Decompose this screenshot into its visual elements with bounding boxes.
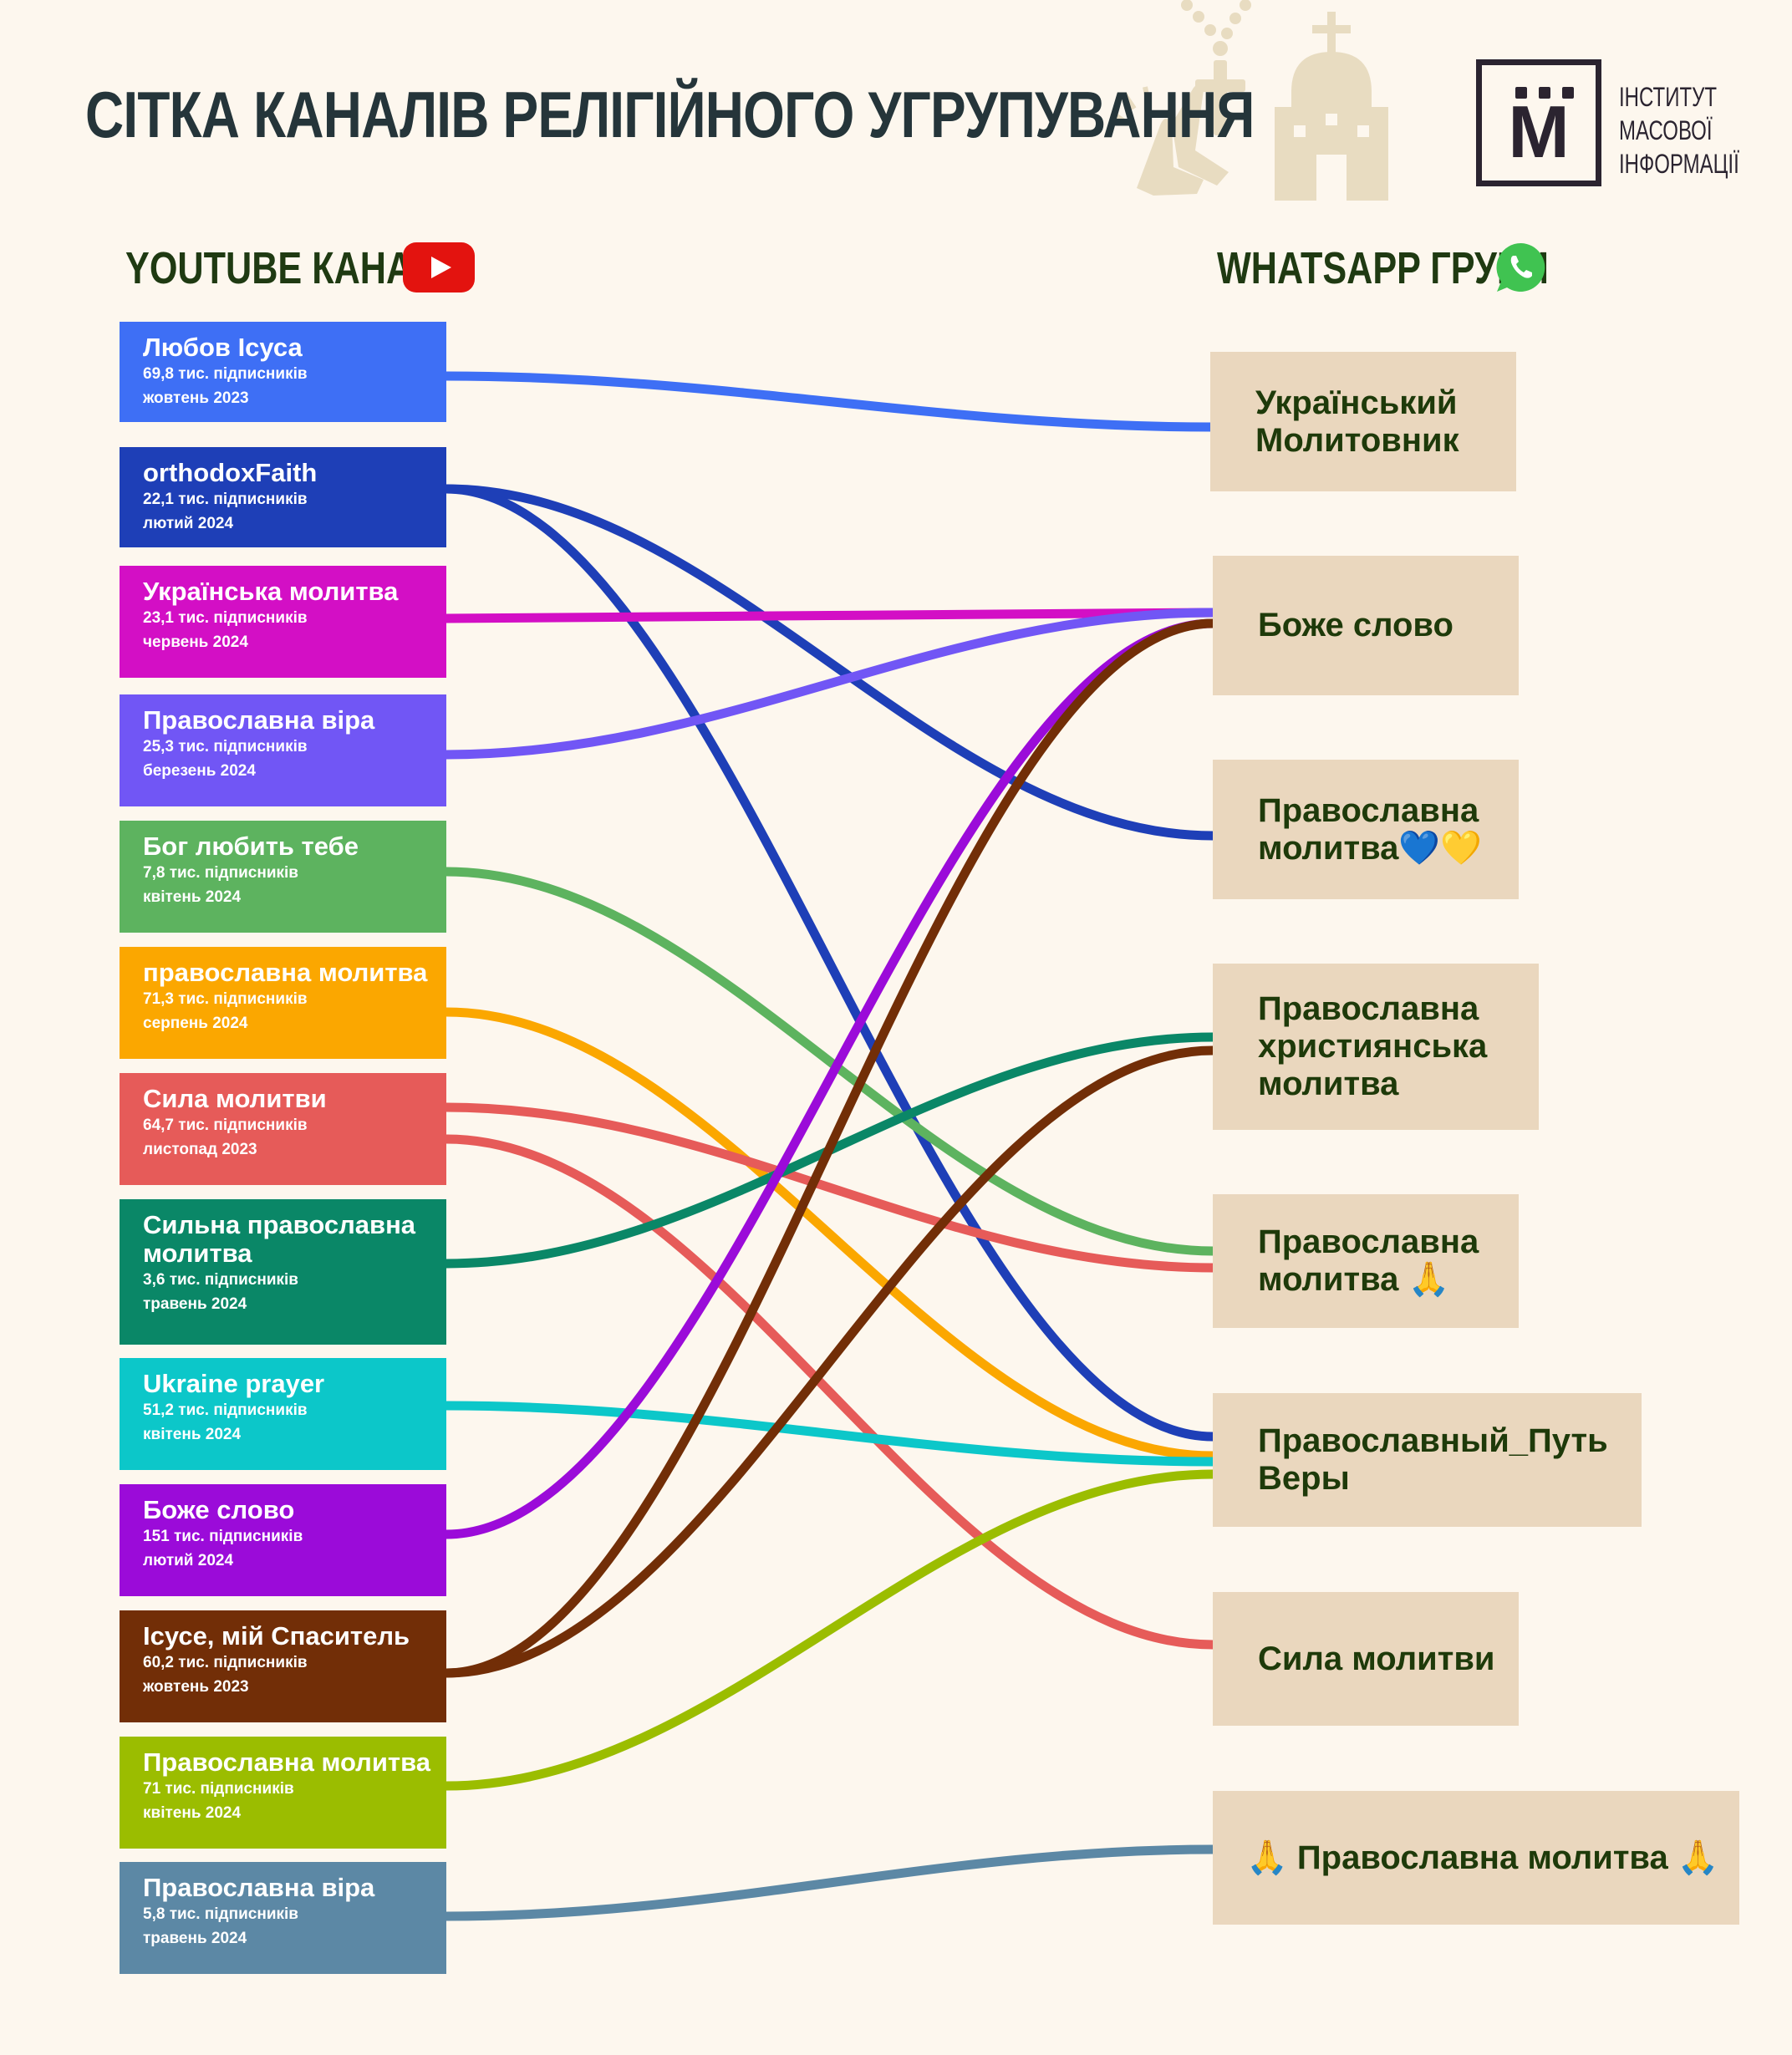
page-title: СІТКА КАНАЛІВ РЕЛІГІЙНОГО УГРУПУВАННЯ — [85, 78, 1255, 151]
channel-name: Сильна православна молитва — [143, 1210, 416, 1268]
youtube-channel-card: orthodoxFaith 22,1 тис. підписників лютий … — [120, 447, 446, 547]
channel-subs: 5,8 тис. підписників — [143, 1905, 298, 1923]
channel-name: Ісусе, мій Спаситель — [143, 1621, 410, 1651]
channel-date: березень 2024 — [143, 762, 256, 780]
link-line — [441, 1401, 1218, 1467]
channel-name: Любов Ісуса — [143, 333, 303, 362]
channel-name: православна молитва — [143, 958, 428, 987]
link-line — [441, 1045, 1218, 1678]
youtube-channel-card: православна молитва 71,3 тис. підписників… — [120, 947, 446, 1059]
link-line — [441, 1134, 1218, 1650]
channel-subs: 3,6 тис. підписників — [143, 1271, 298, 1289]
link-line — [441, 1102, 1218, 1273]
logo-line-2: МАСОВОЇ — [1619, 115, 1713, 145]
channel-date: лютий 2024 — [143, 515, 234, 532]
channel-subs: 151 тис. підписників — [143, 1528, 303, 1545]
channel-name: Православна віра — [143, 1873, 375, 1902]
link-line — [441, 1007, 1218, 1461]
whatsapp-group-card: Православна молитва💙💛 — [1213, 760, 1519, 899]
channel-date: квітень 2024 — [143, 1426, 242, 1443]
channel-date: квітень 2024 — [143, 888, 242, 906]
channel-date: серпень 2024 — [143, 1015, 248, 1032]
channel-date: жовтень 2023 — [143, 1678, 249, 1696]
group-name: 🙏 Православна молитва 🙏 — [1246, 1839, 1719, 1876]
group-name: Православна молитва 🙏 — [1258, 1223, 1479, 1298]
channel-date: листопад 2023 — [143, 1141, 257, 1158]
whatsapp-group-card: Український Молитовник — [1210, 352, 1516, 491]
channel-date: червень 2024 — [143, 633, 248, 651]
channel-subs: 22,1 тис. підписників — [143, 491, 308, 508]
youtube-channel-card: Сильна православна молитва 3,6 тис. підпи… — [120, 1199, 446, 1345]
whatsapp-group-card: Православна молитва 🙏 — [1213, 1194, 1519, 1328]
channel-name: Боже слово — [143, 1495, 295, 1524]
imi-logo: М — [1476, 59, 1601, 186]
channel-subs: 69,8 тис. підписників — [143, 365, 308, 383]
whatsapp-heading: WHATSAPP ГРУПИ — [1217, 243, 1549, 293]
logo-letter: М — [1508, 90, 1570, 173]
whatsapp-group-card: Православный_Путь Веры — [1213, 1393, 1642, 1527]
rosary-cross-icon — [1181, 0, 1251, 135]
whatsapp-group-card: Православна християнська молитва — [1213, 964, 1539, 1130]
channel-name: orthodoxFaith — [143, 458, 318, 487]
youtube-channel-card: Бог любить тебе 7,8 тис. підписників квіте… — [120, 821, 446, 933]
youtube-channel-card: Ukraine prayer 51,2 тис. підписників квіте… — [120, 1358, 446, 1470]
link-line — [441, 484, 1218, 1442]
group-name: Сила молитви — [1258, 1640, 1495, 1677]
youtube-channel-card: Православна віра 5,8 тис. підписників трав… — [120, 1862, 446, 1974]
logo-line-1: ІНСТИТУТ — [1619, 82, 1718, 112]
whatsapp-group-card: Боже слово — [1213, 556, 1519, 695]
group-name: Боже слово — [1258, 607, 1453, 643]
whatsapp-group-card: 🙏 Православна молитва 🙏 — [1213, 1791, 1739, 1925]
channel-subs: 25,3 тис. підписників — [143, 738, 308, 755]
channel-date: жовтень 2023 — [143, 389, 249, 407]
channel-subs: 71 тис. підписників — [143, 1780, 294, 1798]
channel-date: квітень 2024 — [143, 1804, 242, 1822]
link-line — [441, 867, 1218, 1256]
channel-subs: 7,8 тис. підписників — [143, 864, 298, 882]
channel-subs: 64,7 тис. підписників — [143, 1117, 308, 1134]
youtube-channel-card: Ісусе, мій Спаситель 60,2 тис. підписникі… — [120, 1610, 446, 1722]
channel-name: Бог любить тебе — [143, 832, 359, 861]
link-line — [441, 371, 1218, 432]
channel-subs: 51,2 тис. підписників — [143, 1401, 308, 1419]
youtube-play-icon — [403, 242, 475, 292]
link-line — [441, 608, 1218, 623]
group-name: Православна християнська молитва — [1258, 990, 1488, 1102]
group-name: Український Молитовник — [1255, 384, 1459, 459]
channel-name: Ukraine prayer — [143, 1369, 325, 1398]
youtube-channel-card: Любов Ісуса 69,8 тис. підписників жовтень … — [120, 322, 446, 422]
logo-line-3: ІНФОРМАЦІЇ — [1619, 149, 1739, 179]
channel-date: лютий 2024 — [143, 1552, 234, 1569]
church-icon — [1275, 12, 1388, 201]
channel-name: Православна віра — [143, 705, 375, 735]
link-line — [441, 608, 1218, 760]
channel-name: Сила молитви — [143, 1084, 327, 1113]
youtube-channel-card: Українська молитва 23,1 тис. підписників ч… — [120, 566, 446, 678]
youtube-channel-card: Боже слово 151 тис. підписників лютий 2024 — [120, 1484, 446, 1596]
logo-dots — [1515, 87, 1574, 99]
whatsapp-phone-icon — [1496, 242, 1545, 292]
channel-subs: 71,3 тис. підписників — [143, 990, 308, 1008]
link-line — [441, 1844, 1218, 1921]
religious-illustration — [1110, 0, 1388, 201]
logo-text: ІНСТИТУТ МАСОВОЇ ІНФОРМАЦІЇ — [1619, 80, 1739, 181]
youtube-channel-card: Православна молитва 71 тис. підписників кв… — [120, 1737, 446, 1849]
link-line — [441, 618, 1218, 1678]
youtube-channel-card: Сила молитви 64,7 тис. підписників листопа… — [120, 1073, 446, 1185]
group-name: Православный_Путь Веры — [1258, 1422, 1608, 1497]
channel-name: Українська молитва — [143, 577, 399, 606]
youtube-channel-card: Православна віра 25,3 тис. підписників бер… — [120, 694, 446, 806]
link-line — [441, 484, 1218, 841]
channel-subs: 23,1 тис. підписників — [143, 609, 308, 627]
channel-name: Православна молитва — [143, 1747, 430, 1777]
whatsapp-group-card: Сила молитви — [1213, 1592, 1519, 1726]
channel-date: травень 2024 — [143, 1930, 247, 1947]
group-name: Православна молитва💙💛 — [1258, 791, 1483, 867]
link-line — [441, 618, 1218, 1539]
channel-date: травень 2024 — [143, 1295, 247, 1313]
link-line — [441, 1469, 1218, 1791]
praying-hands-icon — [1110, 84, 1229, 196]
channel-subs: 60,2 тис. підписників — [143, 1654, 308, 1671]
